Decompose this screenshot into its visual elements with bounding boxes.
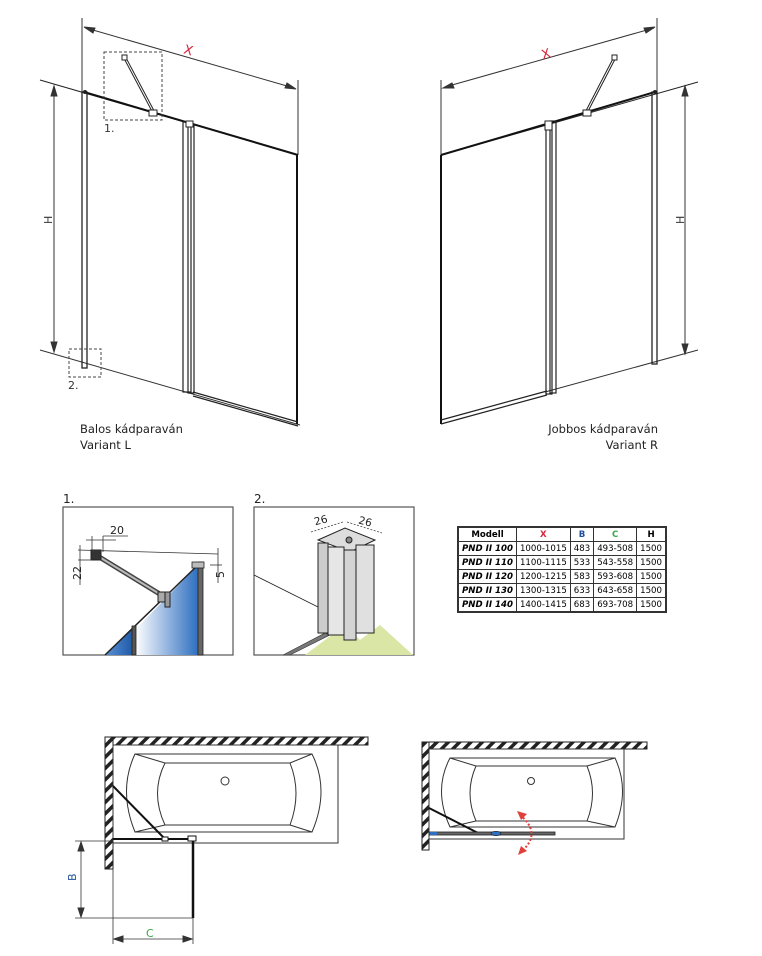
right-caption-line1: Jobbos kádparaván — [548, 422, 658, 436]
spec-table: Modell X B C H PND II 100 1000-1015 483 … — [457, 526, 667, 613]
detail-1-dim-20: 20 — [110, 524, 124, 537]
detail-2-floor — [305, 625, 413, 655]
left-stabilizer-bar — [121, 54, 158, 117]
left-variant-caption: Balos kádparaván Variant L — [80, 421, 183, 453]
right-x-dimension — [440, 18, 658, 155]
cell-b: 633 — [569, 583, 595, 598]
plan-left-b-label: B — [66, 873, 79, 881]
plan-left-c-label: C — [146, 927, 154, 940]
cell-h: 1500 — [636, 555, 667, 570]
table-row: PND II 100 1000-1015 483 493-508 1500 — [457, 541, 667, 556]
table-row: PND II 130 1300-1315 633 643-658 1500 — [457, 583, 667, 598]
cell-x: 1400-1415 — [515, 597, 571, 613]
cell-c: 693-708 — [593, 597, 638, 613]
cell-b: 583 — [569, 569, 595, 584]
table-row: PND II 110 1100-1115 533 543-558 1500 — [457, 555, 667, 570]
left-x-dimension — [81, 18, 299, 155]
left-h-dimension — [39, 84, 301, 426]
cell-model: PND II 130 — [457, 583, 517, 598]
right-h-label: H — [674, 216, 687, 224]
detail-2-dim-a: 26 — [313, 513, 329, 528]
right-wall-profile — [651, 91, 658, 365]
cell-model: PND II 120 — [457, 569, 517, 584]
detail-1-dimensions — [77, 535, 222, 585]
cell-model: PND II 140 — [457, 597, 517, 613]
right-caption-line2: Variant R — [605, 438, 658, 452]
left-hinge-profile — [182, 121, 192, 393]
detail-1-dim-5: 5 — [214, 571, 227, 578]
cell-model: PND II 110 — [457, 555, 517, 570]
left-callout-1-label: 1. — [104, 122, 115, 135]
col-h: H — [636, 526, 667, 542]
detail-1-label: 1. — [63, 492, 74, 506]
left-caption-line1: Balos kádparaván — [80, 422, 183, 436]
table-row: PND II 140 1400-1415 683 693-708 1500 — [457, 597, 667, 613]
detail-2-dim-b: 26 — [357, 515, 373, 530]
left-callout-2-box — [68, 348, 102, 378]
plan-left-bathtub — [112, 744, 339, 844]
cell-h: 1500 — [636, 597, 667, 613]
detail-1-stabilizer — [90, 549, 171, 608]
cell-c: 643-658 — [593, 583, 638, 598]
detail-2-label: 2. — [254, 492, 265, 506]
detail-2-profile — [316, 527, 377, 641]
left-h-label: H — [42, 216, 55, 224]
left-callout-2-label: 2. — [68, 379, 79, 392]
cell-b: 483 — [569, 541, 595, 556]
cell-c: 593-608 — [593, 569, 638, 584]
col-c: C — [593, 526, 638, 542]
left-caption-line2: Variant L — [80, 438, 131, 452]
col-b: B — [569, 526, 595, 542]
swing-direction-arrow — [517, 811, 533, 855]
col-x: X — [515, 526, 571, 542]
detail-1-glass — [104, 561, 205, 656]
cell-x: 1000-1015 — [515, 541, 571, 556]
cell-c: 543-558 — [593, 555, 638, 570]
plan-right-screen — [428, 807, 556, 836]
cell-b: 533 — [569, 555, 595, 570]
right-x-label: X — [540, 46, 553, 63]
cell-h: 1500 — [636, 583, 667, 598]
left-wall-profile — [81, 91, 88, 369]
col-modell: Modell — [457, 526, 517, 542]
detail-1-dim-22: 22 — [71, 566, 84, 580]
cell-x: 1100-1115 — [515, 555, 571, 570]
cell-b: 683 — [569, 597, 595, 613]
right-stabilizer-bar — [582, 54, 618, 117]
right-hinge-profile — [545, 121, 553, 395]
plan-right-bathtub — [428, 748, 625, 840]
detail-2-dimensions — [310, 521, 383, 534]
cell-h: 1500 — [636, 569, 667, 584]
cell-x: 1300-1315 — [515, 583, 571, 598]
left-callout-1-box — [103, 51, 163, 121]
table-row: PND II 120 1200-1215 583 593-608 1500 — [457, 569, 667, 584]
right-variant-caption: Jobbos kádparaván Variant R — [540, 421, 658, 453]
spec-table-header: Modell X B C H — [457, 526, 667, 542]
plan-left-screen — [112, 785, 197, 918]
plan-left-dimensions — [75, 840, 194, 944]
right-h-dimension — [544, 84, 699, 393]
cell-c: 493-508 — [593, 541, 638, 556]
cell-model: PND II 100 — [457, 541, 517, 556]
cell-x: 1200-1215 — [515, 569, 571, 584]
cell-h: 1500 — [636, 541, 667, 556]
left-x-label: X — [182, 43, 195, 60]
